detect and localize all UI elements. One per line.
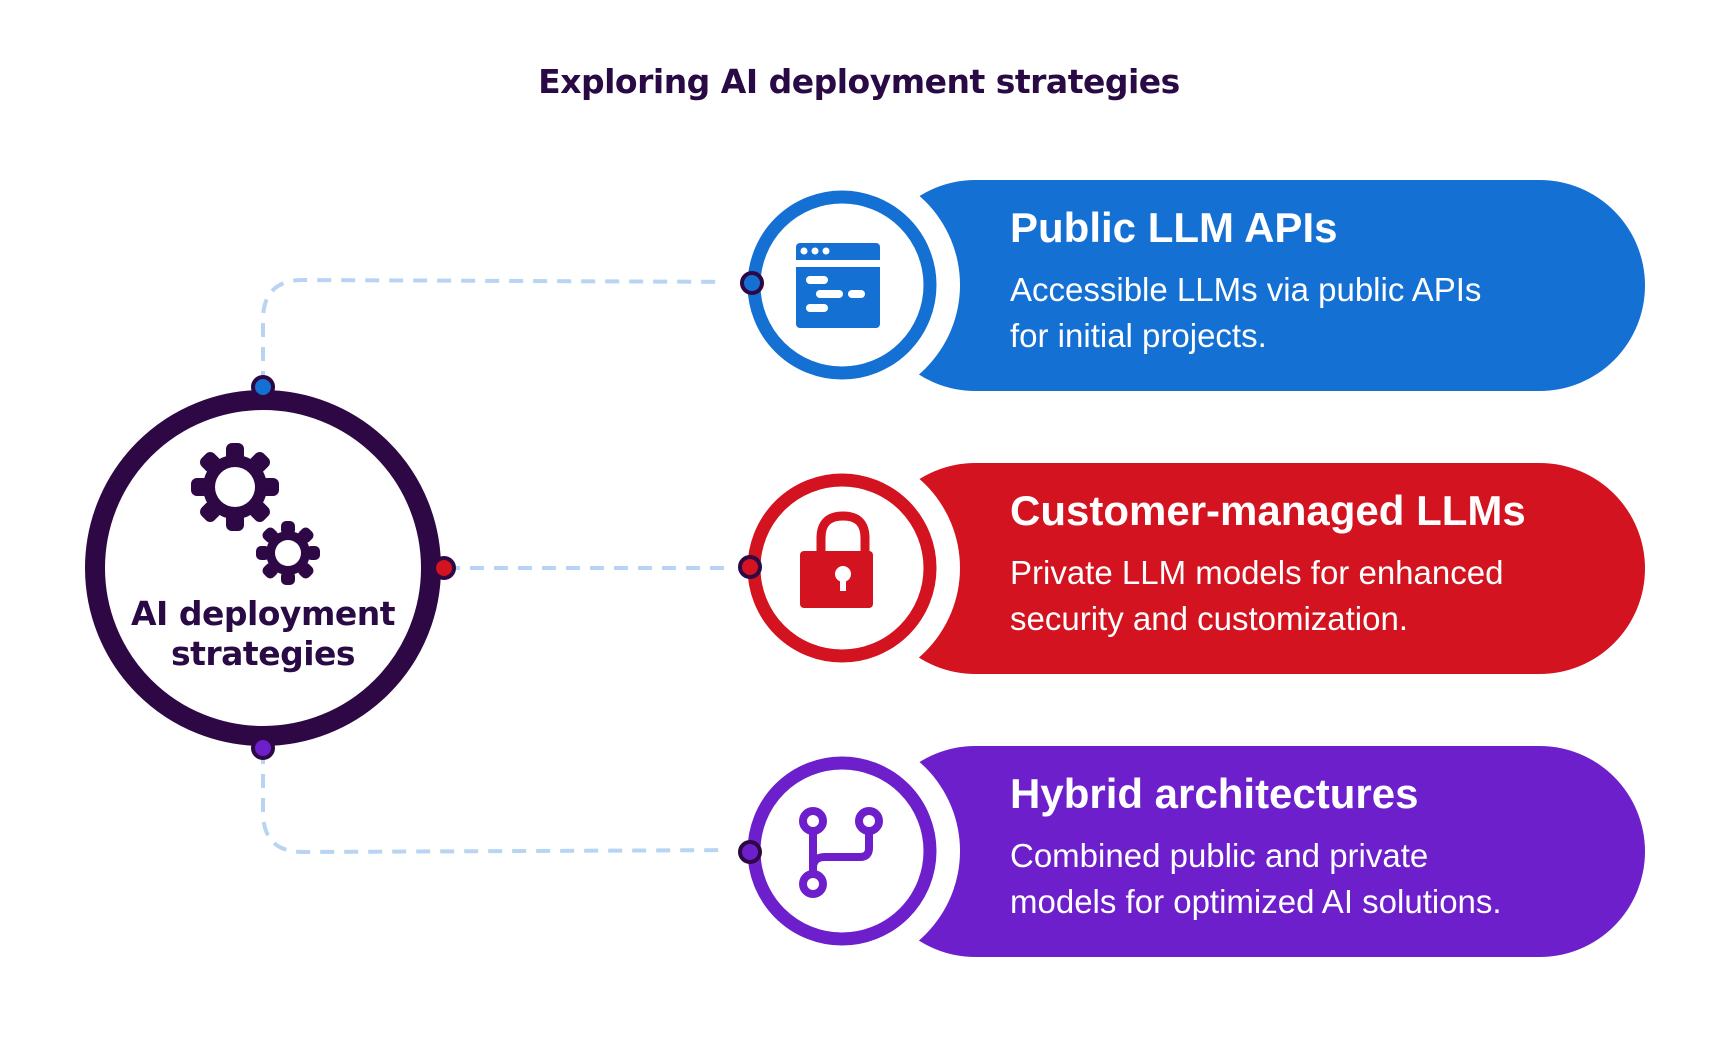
card-pill [870,180,1645,391]
strategy-card-hybrid[interactable] [724,733,1645,969]
page-title: Exploring AI deployment strategies [538,62,1180,101]
browser-code-icon [796,243,880,328]
anchor-dot-public [251,375,275,399]
connector-hybrid [261,750,749,855]
card-text-public: Public LLM APIs Accessible LLMs via publ… [1010,203,1570,359]
anchor-dot-customer [432,556,456,580]
card-desc-line2: models for optimized AI solutions. [1010,883,1502,920]
card-title: Hybrid architectures [1010,770,1419,817]
card-desc-line2: for initial projects. [1010,317,1267,354]
center-label-line1: AI deployment [131,594,395,633]
card-text-customer: Customer-managed LLMs Private LLM models… [1010,486,1570,642]
center-node [85,375,456,760]
connector-public [261,277,749,385]
card-pill [870,463,1645,674]
icon-ring [747,756,937,946]
card-anchor-dot [738,555,762,579]
card-anchor-dot [740,271,764,295]
card-anchor-dot [738,840,762,864]
card-title: Customer-managed LLMs [1010,487,1526,534]
strategy-card-customer[interactable] [724,450,1645,686]
card-pill [870,746,1645,957]
card-desc-line1: Combined public and private [1010,837,1429,874]
strategy-card-public[interactable] [724,167,1645,403]
center-label: AI deployment strategies [88,594,438,674]
connectors [261,277,749,855]
anchor-dot-hybrid [251,736,275,760]
git-branch-icon [799,807,883,898]
card-desc-line2: security and customization. [1010,600,1409,637]
card-desc-line1: Accessible LLMs via public APIs [1010,271,1482,308]
center-ring [85,390,441,746]
gears-icon [191,443,320,585]
padlock-icon [800,511,873,608]
card-desc-line1: Private LLM models for enhanced [1010,554,1504,591]
card-title: Public LLM APIs [1010,204,1338,251]
center-label-line2: strategies [170,634,356,673]
card-text-hybrid: Hybrid architectures Combined public and… [1010,769,1570,925]
